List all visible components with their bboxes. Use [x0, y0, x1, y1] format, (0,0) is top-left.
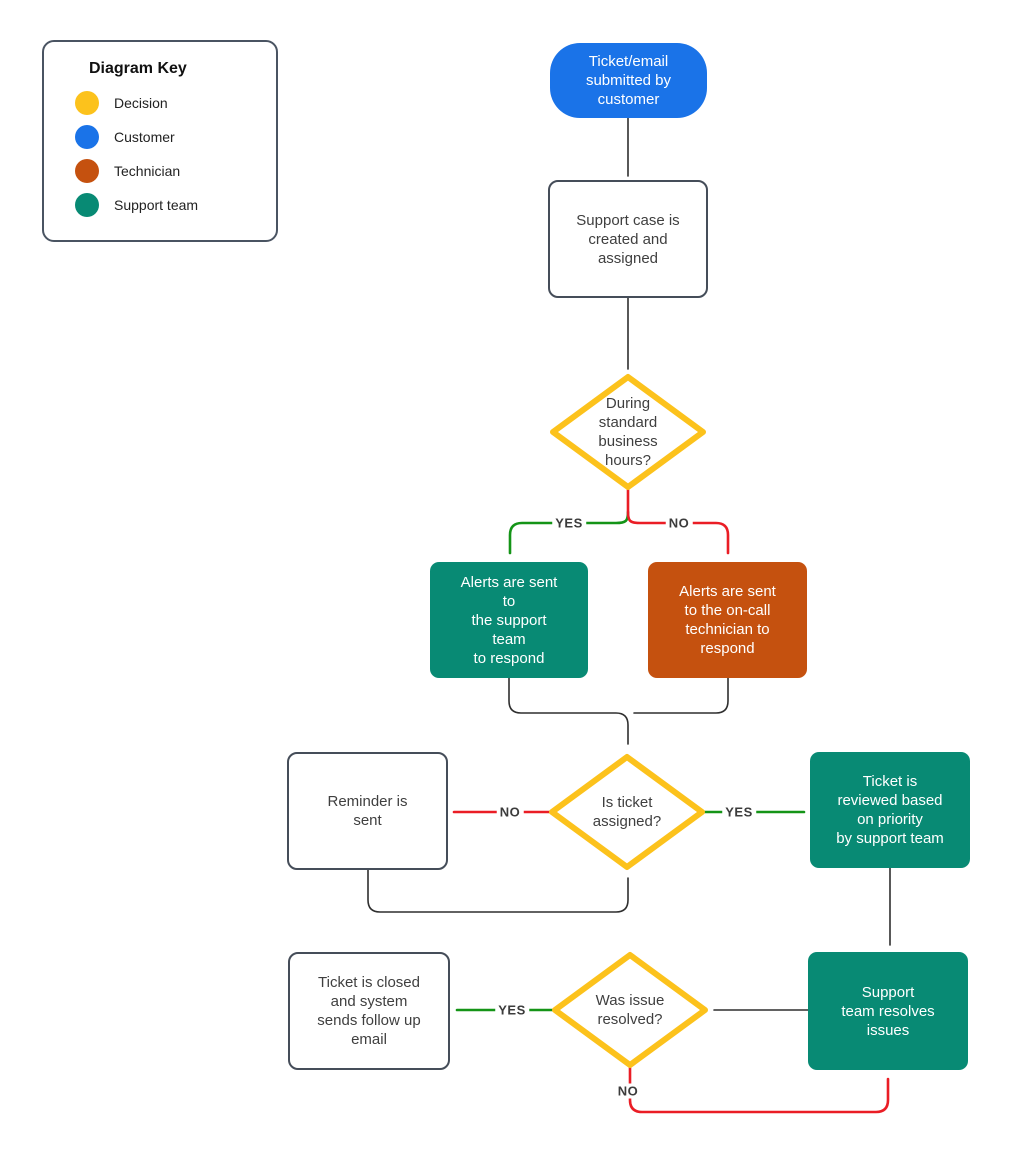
node-ticket-closed[interactable]: Ticket is closed and system sends follow… [288, 952, 450, 1070]
label-hours-yes: YES [552, 515, 586, 531]
node-ticket-submitted[interactable]: Ticket/email submitted by customer [550, 43, 707, 118]
technician-color-dot [75, 159, 99, 183]
legend-title: Diagram Key [89, 60, 187, 77]
legend-item-technician: Technician [75, 159, 276, 183]
legend-item-label: Customer [114, 129, 175, 145]
decision-ticket-assigned[interactable]: Is ticket assigned? [547, 752, 707, 872]
decision-label: Is ticket assigned? [592, 794, 662, 830]
label-hours-no: NO [665, 515, 693, 531]
legend-item-label: Technician [114, 163, 181, 179]
decision-business-hours[interactable]: During standard business hours? [548, 372, 708, 492]
diamond-shape [549, 754, 705, 870]
node-alerts-technician[interactable]: Alerts are sent to the on-call technicia… [648, 562, 807, 678]
decision-label: During standard business hours? [598, 395, 658, 469]
node-reminder-sent[interactable]: Reminder is sent [287, 752, 448, 870]
edge-hours-yes [508, 510, 630, 555]
support-team-color-dot [75, 193, 99, 217]
label-resolved-no: NO [614, 1083, 642, 1099]
edge-technician-merge [633, 677, 729, 714]
node-support-resolves[interactable]: Support team resolves issues [808, 952, 968, 1070]
edge-support-merge [508, 677, 629, 745]
node-case-created[interactable]: Support case is created and assigned [548, 180, 708, 298]
decision-color-dot [75, 91, 99, 115]
edge-resolved-no [628, 1066, 890, 1114]
edge-reminder-loop [367, 869, 629, 913]
label-assigned-no: NO [496, 804, 524, 820]
diagram-key-legend: Diagram Key Decision Customer Technician… [42, 40, 278, 242]
legend-item-customer: Customer [75, 125, 276, 149]
diamond-shape [552, 952, 708, 1068]
diamond-shape [550, 374, 706, 490]
legend-item-label: Decision [114, 95, 168, 111]
decision-label: Was issue resolved? [595, 992, 665, 1028]
label-assigned-yes: YES [722, 804, 756, 820]
legend-item-support-team: Support team [75, 193, 276, 217]
decision-issue-resolved[interactable]: Was issue resolved? [550, 950, 710, 1070]
customer-color-dot [75, 125, 99, 149]
node-alerts-support-team[interactable]: Alerts are sent to the support team to r… [430, 562, 588, 678]
node-ticket-reviewed[interactable]: Ticket is reviewed based on priority by … [810, 752, 970, 868]
label-resolved-yes: YES [495, 1002, 529, 1018]
legend-item-label: Support team [114, 197, 199, 213]
legend-item-decision: Decision [75, 91, 276, 115]
